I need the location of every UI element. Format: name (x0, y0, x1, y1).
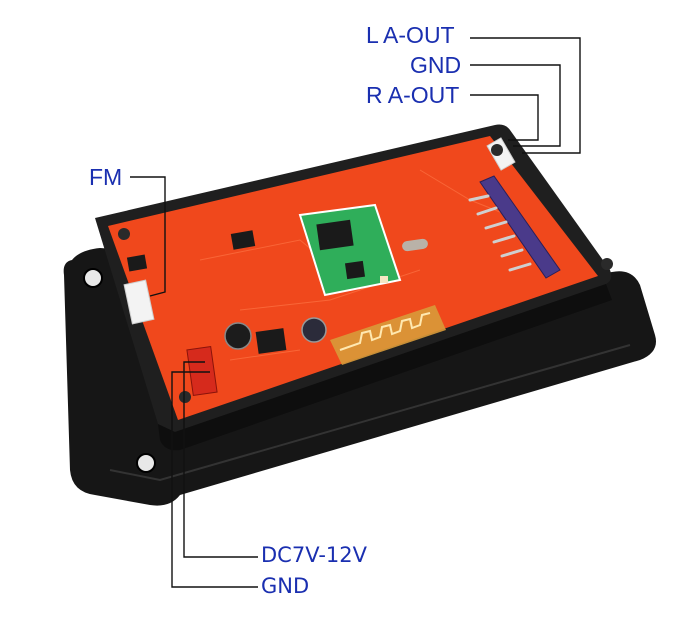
ic-chip-fm (126, 254, 148, 272)
label-dc-power: DC7V-12V (261, 543, 367, 567)
screw (118, 144, 613, 403)
label-r-a-out: R A-OUT (366, 82, 460, 108)
pin-header (479, 175, 561, 279)
mounting-hole-left-top (83, 268, 103, 288)
fm-connector (123, 279, 155, 325)
voltage-regulator (255, 328, 287, 354)
crystal (402, 238, 428, 252)
mounting-hole-left-bottom (136, 453, 156, 473)
label-fm: FM (89, 164, 123, 190)
label-l-a-out: L A-OUT (366, 22, 455, 48)
pcb-antenna (330, 305, 446, 365)
leader-line-fm (130, 176, 166, 297)
capacitor (224, 322, 252, 350)
label-gnd-audio: GND (410, 52, 462, 78)
ic-chip (230, 230, 256, 250)
leader-lines-power (171, 361, 258, 588)
label-gnd-power: GND (261, 574, 310, 598)
capacitor (301, 317, 327, 343)
leader-lines-audio (470, 37, 581, 154)
